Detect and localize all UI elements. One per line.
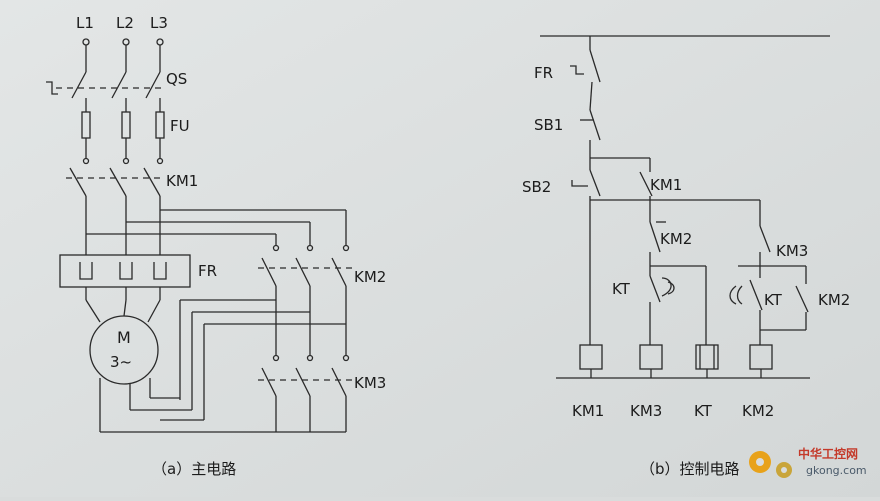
label-l1: L1 <box>76 14 94 32</box>
label-kt-contact: KT <box>612 280 631 298</box>
km2-contacts <box>258 257 352 355</box>
main-circuit-labels: L1 L2 L3 QS FU KM1 KM2 FR M 3~ KM3 （a）主电… <box>76 14 386 478</box>
coil-label-km3: KM3 <box>630 402 662 420</box>
label-km1-contact: KM1 <box>650 176 682 194</box>
coils <box>579 344 773 378</box>
label-l3: L3 <box>150 14 168 32</box>
km1-hold-contact <box>590 158 760 201</box>
label-km2: KM2 <box>354 268 386 286</box>
caption-control-circuit: （b）控制电路 <box>640 460 740 478</box>
coil-label-km1: KM1 <box>572 402 604 420</box>
main-circuit <box>46 38 352 433</box>
phase-terminals <box>82 38 164 72</box>
label-fu: FU <box>170 117 190 135</box>
km2-feed-lines <box>86 209 350 252</box>
coil-label-km2: KM2 <box>742 402 774 420</box>
fr-thermal-relay <box>59 254 191 300</box>
caption-main-circuit: （a）主电路 <box>152 460 236 478</box>
label-motor-type: 3~ <box>110 353 132 371</box>
label-km2-nc-contact: KM2 <box>660 230 692 248</box>
label-qs: QS <box>166 70 187 88</box>
km2-to-motor-lines <box>130 299 346 421</box>
label-fr: FR <box>198 262 217 280</box>
coil-label-kt: KT <box>694 402 713 420</box>
km2-hold-contact <box>760 266 809 331</box>
watermark-logo: 中华工控网 gkong.com <box>749 446 867 478</box>
sb2-button <box>571 158 601 345</box>
km1-contacts <box>66 167 165 255</box>
label-km3: KM3 <box>354 374 386 392</box>
label-sb1: SB1 <box>534 116 563 134</box>
km3-contacts <box>100 354 352 433</box>
label-sb2: SB2 <box>522 178 551 196</box>
sb1-button <box>580 109 650 159</box>
label-motor-m: M <box>117 328 131 347</box>
label-km3-contact: KM3 <box>776 242 808 260</box>
watermark-text: 中华工控网 <box>798 446 858 461</box>
label-fr-contact: FR <box>534 64 553 82</box>
label-l2: L2 <box>116 14 134 32</box>
kt-make-contact <box>729 266 763 345</box>
fu-fuses <box>81 111 165 165</box>
control-circuit <box>540 35 830 379</box>
qs-switch <box>46 71 165 112</box>
motor <box>85 299 161 432</box>
km3-contact <box>738 200 806 267</box>
watermark-url: gkong.com <box>806 464 867 477</box>
label-kt-contact-2: KT <box>764 291 783 309</box>
label-km2-hold-contact: KM2 <box>818 291 850 309</box>
kt-delay-contact <box>649 266 707 345</box>
km2-nc-contact <box>649 200 706 267</box>
label-km1: KM1 <box>166 172 198 190</box>
fr-nc-contact <box>570 49 601 111</box>
gear-icon <box>749 451 792 478</box>
control-circuit-labels: FR SB1 SB2 KM1 KM2 KT KM3 KT KM2 KM1 KM3… <box>522 64 850 478</box>
